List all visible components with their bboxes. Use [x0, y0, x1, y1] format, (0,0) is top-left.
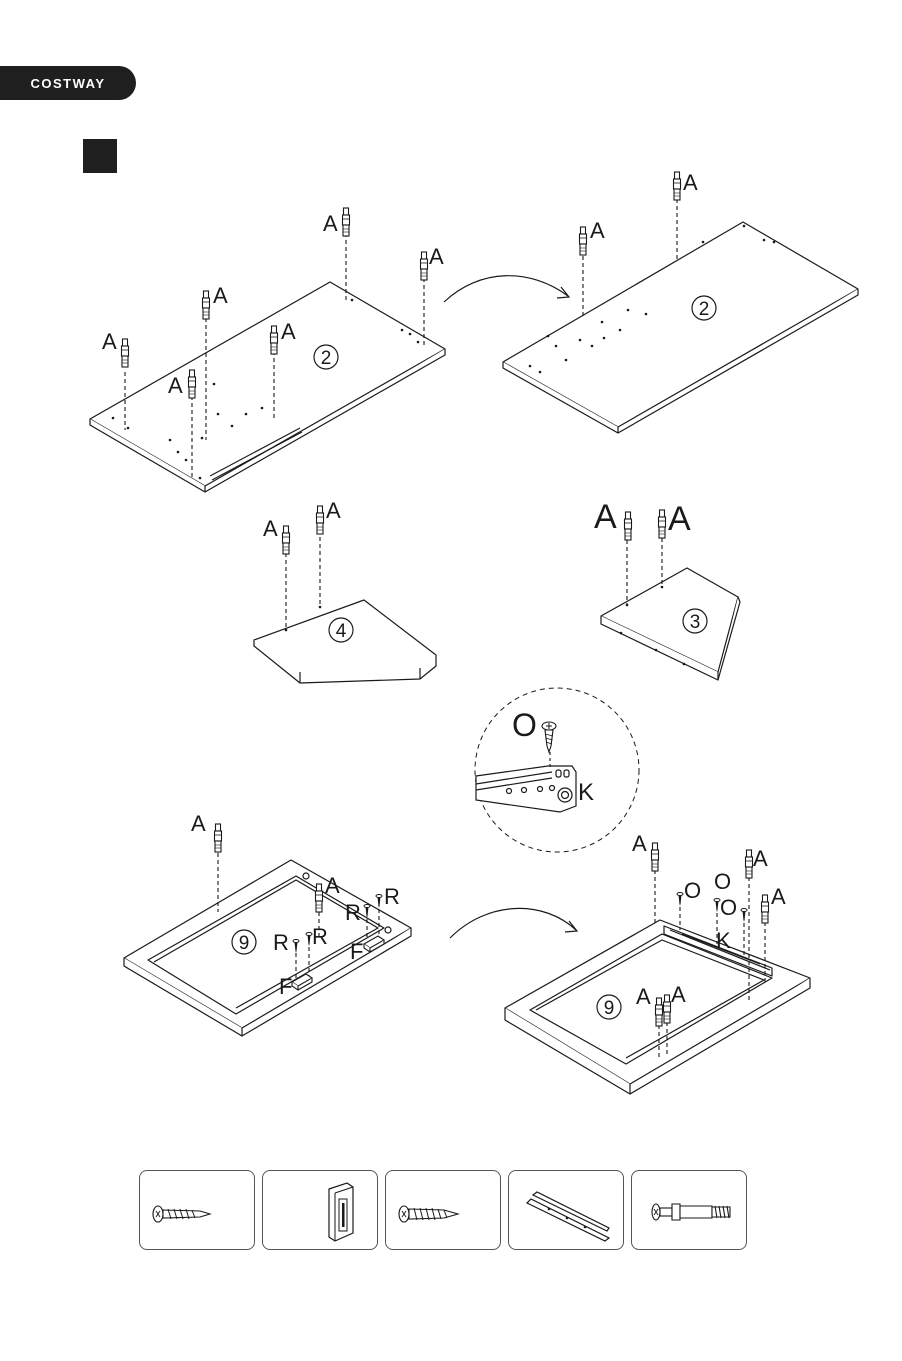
label-f: F — [350, 939, 363, 964]
label-r: R — [273, 930, 289, 955]
panel-2-flipped-labels: A A — [590, 170, 698, 243]
panel-number: 3 — [690, 612, 701, 633]
label-o: O — [684, 878, 701, 903]
label-o: O — [720, 895, 737, 920]
label-a: A — [102, 329, 117, 354]
screw-icon — [140, 1171, 256, 1251]
label-a: A — [323, 211, 338, 236]
label-r: R — [345, 900, 361, 925]
label-k: K — [578, 779, 594, 806]
drawer-rail-icon — [509, 1171, 625, 1251]
label-a: A — [325, 873, 340, 898]
label-r: R — [312, 924, 328, 949]
label-a: A — [590, 218, 605, 243]
label-a: A — [668, 500, 691, 538]
label-a: A — [632, 831, 647, 856]
label-f: F — [279, 974, 292, 999]
magnetic-catch-icon — [263, 1171, 379, 1251]
hardware-list — [139, 1170, 751, 1254]
hardware-card — [385, 1170, 501, 1250]
panel-4-labels: A A — [263, 498, 341, 541]
panel-3-view — [601, 568, 740, 680]
label-a: A — [671, 982, 686, 1007]
hardware-card — [508, 1170, 624, 1250]
panel-number: 2 — [699, 299, 710, 320]
label-o: O — [714, 869, 731, 894]
label-o: O — [512, 707, 537, 743]
label-a: A — [429, 244, 444, 269]
panel-3-labels: A A — [594, 498, 691, 538]
hardware-card — [631, 1170, 747, 1250]
label-r: R — [384, 884, 400, 909]
panel-3-dowels — [625, 510, 666, 540]
panel-2-top-view — [90, 282, 445, 492]
label-a: A — [281, 319, 296, 344]
label-a: A — [683, 170, 698, 195]
panel-2-flipped-view — [503, 222, 858, 433]
label-a: A — [326, 498, 341, 523]
label-a: A — [191, 811, 206, 836]
cam-dowel-icon — [632, 1171, 748, 1251]
rail-detail — [476, 766, 576, 812]
label-a: A — [771, 884, 786, 909]
panel-4-dowels — [283, 506, 324, 554]
detail-callout: O K — [475, 688, 639, 852]
panel-4-guides — [286, 537, 320, 628]
label-a: A — [168, 373, 183, 398]
label-a: A — [753, 846, 768, 871]
label-a: A — [594, 498, 617, 536]
label-a: A — [263, 516, 278, 541]
label-k: K — [716, 928, 731, 953]
panel-number: 2 — [321, 348, 332, 369]
arrow-icon — [450, 908, 576, 938]
hardware-card — [139, 1170, 255, 1250]
panel-number: 9 — [239, 933, 250, 954]
arrow-icon — [444, 276, 568, 302]
hardware-card — [262, 1170, 378, 1250]
label-a: A — [213, 283, 228, 308]
screw-o-detail-icon — [542, 722, 556, 752]
panel-number: 9 — [604, 998, 615, 1019]
label-a: A — [636, 984, 651, 1009]
screw-icon — [386, 1171, 502, 1251]
panel-number: 4 — [336, 621, 347, 642]
